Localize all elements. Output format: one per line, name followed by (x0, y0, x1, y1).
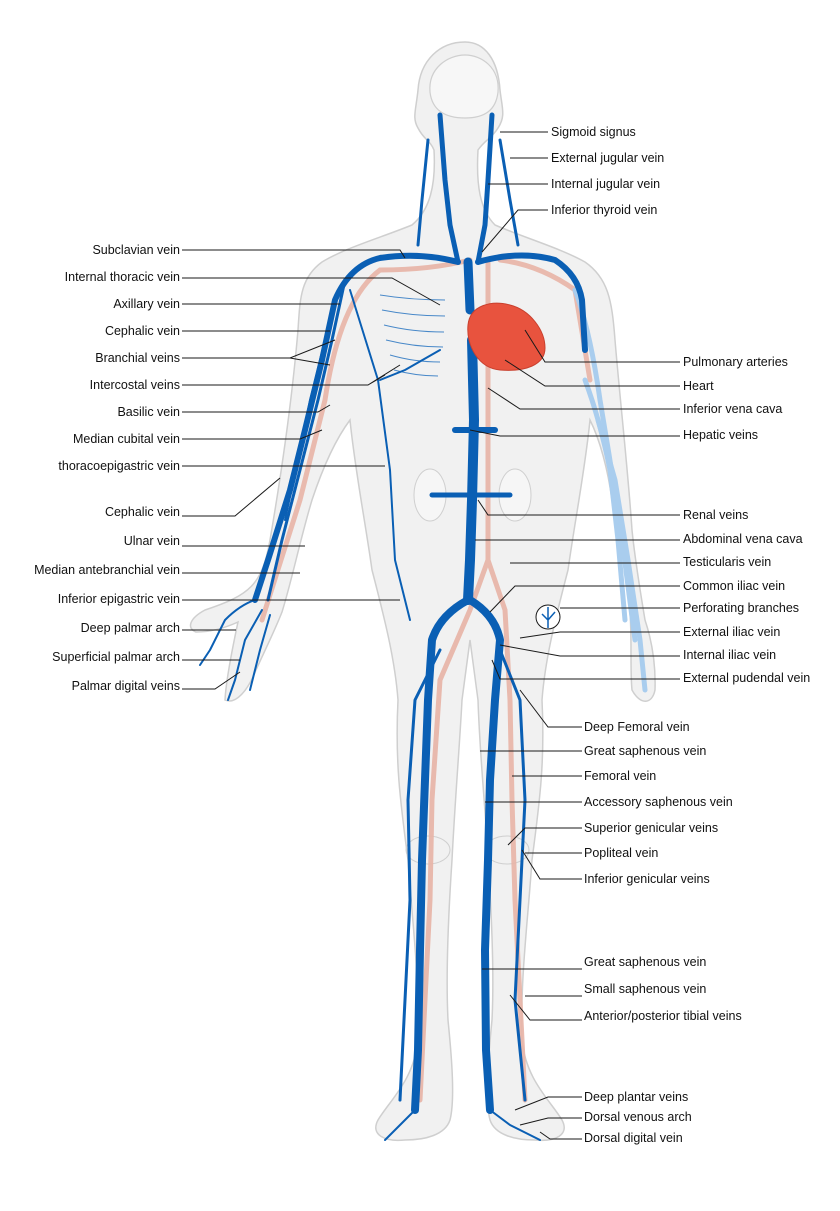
vein-superior-vena-cava (463, 257, 475, 315)
label-basilic-vein: Basilic vein (117, 405, 180, 419)
label-subclavian-vein: Subclavian vein (92, 243, 180, 257)
label-deep-femoral-vein: Deep Femoral vein (584, 720, 690, 734)
label-accessory-saphenous-vein: Accessory saphenous vein (584, 795, 733, 809)
label-popliteal-vein: Popliteal vein (584, 846, 659, 860)
label-abdominal-vena-cava: Abdominal vena cava (683, 532, 803, 546)
label-external-jugular-vein: External jugular vein (551, 151, 665, 165)
label-intercostal-veins: Intercostal veins (89, 378, 180, 392)
label-anterior-posterior-tibial-veins: Anterior/posterior tibial veins (584, 1009, 742, 1023)
vein-common-iliac-right (466, 596, 504, 1114)
label-heart: Heart (683, 379, 714, 393)
label-median-cubital-vein: Median cubital vein (72, 432, 180, 446)
label-superficial-palmar-arch: Superficial palmar arch (52, 650, 180, 664)
body-silhouette (189, 41, 656, 1142)
label-external-iliac-vein: External iliac vein (683, 625, 781, 639)
vein-internal-jugular-left (437, 112, 461, 265)
label-common-iliac-vein: Common iliac vein (683, 579, 786, 593)
label-deep-plantar-veins: Deep plantar veins (584, 1090, 689, 1104)
brain-shape (429, 54, 499, 119)
label-sigmoid-signus: Sigmoid signus (551, 125, 636, 139)
vein-common-iliac-left (411, 596, 472, 1114)
label-great-saphenous-vein-lower: Great saphenous vein (584, 955, 707, 969)
veins-main (199, 112, 588, 1141)
label-inferior-epigastric-vein: Inferior epigastric vein (57, 592, 180, 606)
leader-lines (182, 131, 680, 1140)
label-dorsal-digital-vein: Dorsal digital vein (584, 1131, 683, 1145)
label-hepatic-veins: Hepatic veins (683, 428, 759, 442)
label-internal-jugular-vein: Internal jugular vein (551, 177, 661, 191)
label-pulmonary-arteries: Pulmonary arteries (683, 355, 788, 369)
label-deep-palmar-arch: Deep palmar arch (80, 621, 180, 635)
label-dorsal-venous-arch: Dorsal venous arch (584, 1110, 692, 1124)
label-inferior-thyroid-vein: Inferior thyroid vein (551, 203, 658, 217)
label-ulnar-vein: Ulnar vein (123, 534, 180, 548)
label-renal-veins: Renal veins (683, 508, 749, 522)
label-superior-genicular-veins: Superior genicular veins (584, 821, 719, 835)
vein-internal-jugular-right (475, 112, 495, 265)
label-median-antebranchial-vein: Median antebranchial vein (34, 563, 180, 577)
ribcage (379, 294, 446, 377)
vein-external-jugular (498, 138, 520, 247)
label-branchial-veins: Branchial veins (95, 351, 180, 365)
body-outline (189, 41, 656, 1142)
label-inferior-vena-cava: Inferior vena cava (683, 402, 783, 416)
label-axillary-vein: Axillary vein (113, 297, 180, 311)
label-thoracoepigastric-vein: thoracoepigastric vein (58, 459, 180, 473)
label-internal-iliac-vein: Internal iliac vein (683, 648, 777, 662)
vein-inferior-vena-cava (463, 335, 479, 605)
heart-shape (467, 302, 546, 371)
label-external-pudendal-vein: External pudendal vein (683, 671, 811, 685)
label-great-saphenous-vein-upper: Great saphenous vein (584, 744, 707, 758)
label-cephalic-vein-upper: Cephalic vein (104, 324, 180, 338)
label-femoral-vein: Femoral vein (584, 769, 657, 783)
label-cephalic-vein-lower: Cephalic vein (104, 505, 180, 519)
label-internal-thoracic-vein: Internal thoracic vein (64, 270, 180, 284)
label-testicularis-vein: Testicularis vein (683, 555, 772, 569)
label-inferior-genicular-veins: Inferior genicular veins (584, 872, 710, 886)
left-knee-outline (405, 835, 451, 865)
label-palmar-digital-veins: Palmar digital veins (71, 679, 180, 693)
label-small-saphenous-vein: Small saphenous vein (584, 982, 707, 996)
label-perforating-branches: Perforating branches (683, 601, 800, 615)
